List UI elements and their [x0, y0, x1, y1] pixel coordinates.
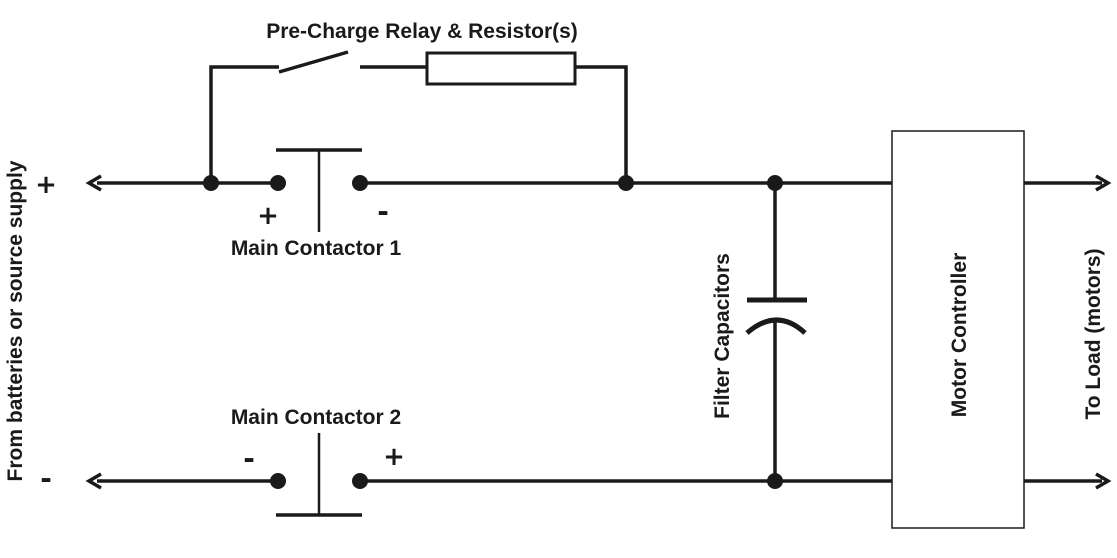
- contactor-2-terminal-plus: [352, 473, 368, 489]
- precharge-branch: [203, 50, 634, 191]
- filter-capacitors-label: Filter Capacitors: [711, 253, 734, 419]
- precharge-junction-right: [618, 175, 634, 191]
- negative-output-arrow-icon: [1095, 472, 1112, 490]
- capacitor-junction-top: [767, 175, 783, 191]
- contactor-2-plus-sign: +: [383, 442, 405, 472]
- filter-capacitor: [745, 175, 807, 489]
- positive-output-arrow-icon: [1095, 174, 1112, 192]
- capacitor-junction-bottom: [767, 473, 783, 489]
- negative-rail: [85, 472, 1112, 490]
- contactor-2-terminal-minus: [270, 473, 286, 489]
- positive-input-arrow-icon: [85, 174, 102, 192]
- contactor-1-terminal-plus: [270, 175, 286, 191]
- source-plus-sign: +: [35, 170, 57, 200]
- source-supply-label: From batteries or source supply: [4, 160, 27, 481]
- main-contactor-2-label: Main Contactor 2: [231, 406, 401, 429]
- contactor-2-minus-sign: -: [243, 442, 255, 475]
- source-minus-sign: -: [40, 462, 52, 495]
- main-contactor-2: [270, 433, 368, 517]
- contactor-1-terminal-minus: [352, 175, 368, 191]
- load-label: To Load (motors): [1082, 248, 1105, 419]
- motor-controller-box: [891, 130, 1025, 529]
- main-contactor-1-label: Main Contactor 1: [231, 237, 402, 260]
- precharge-right-wire: [575, 65, 628, 183]
- precharge-junction-left: [203, 175, 219, 191]
- contactor-1-minus-sign: -: [377, 195, 389, 228]
- precharge-resistor-icon: [425, 51, 577, 86]
- main-contactor-1: [270, 148, 368, 232]
- motor-controller-label: Motor Controller: [948, 253, 971, 417]
- contactor-1-plus-sign: +: [257, 201, 279, 231]
- negative-input-arrow-icon: [85, 472, 102, 490]
- precharge-label: Pre-Charge Relay & Resistor(s): [266, 20, 578, 43]
- precharge-relay-switch-icon: [278, 50, 349, 74]
- precharge-left-wire: [209, 65, 279, 183]
